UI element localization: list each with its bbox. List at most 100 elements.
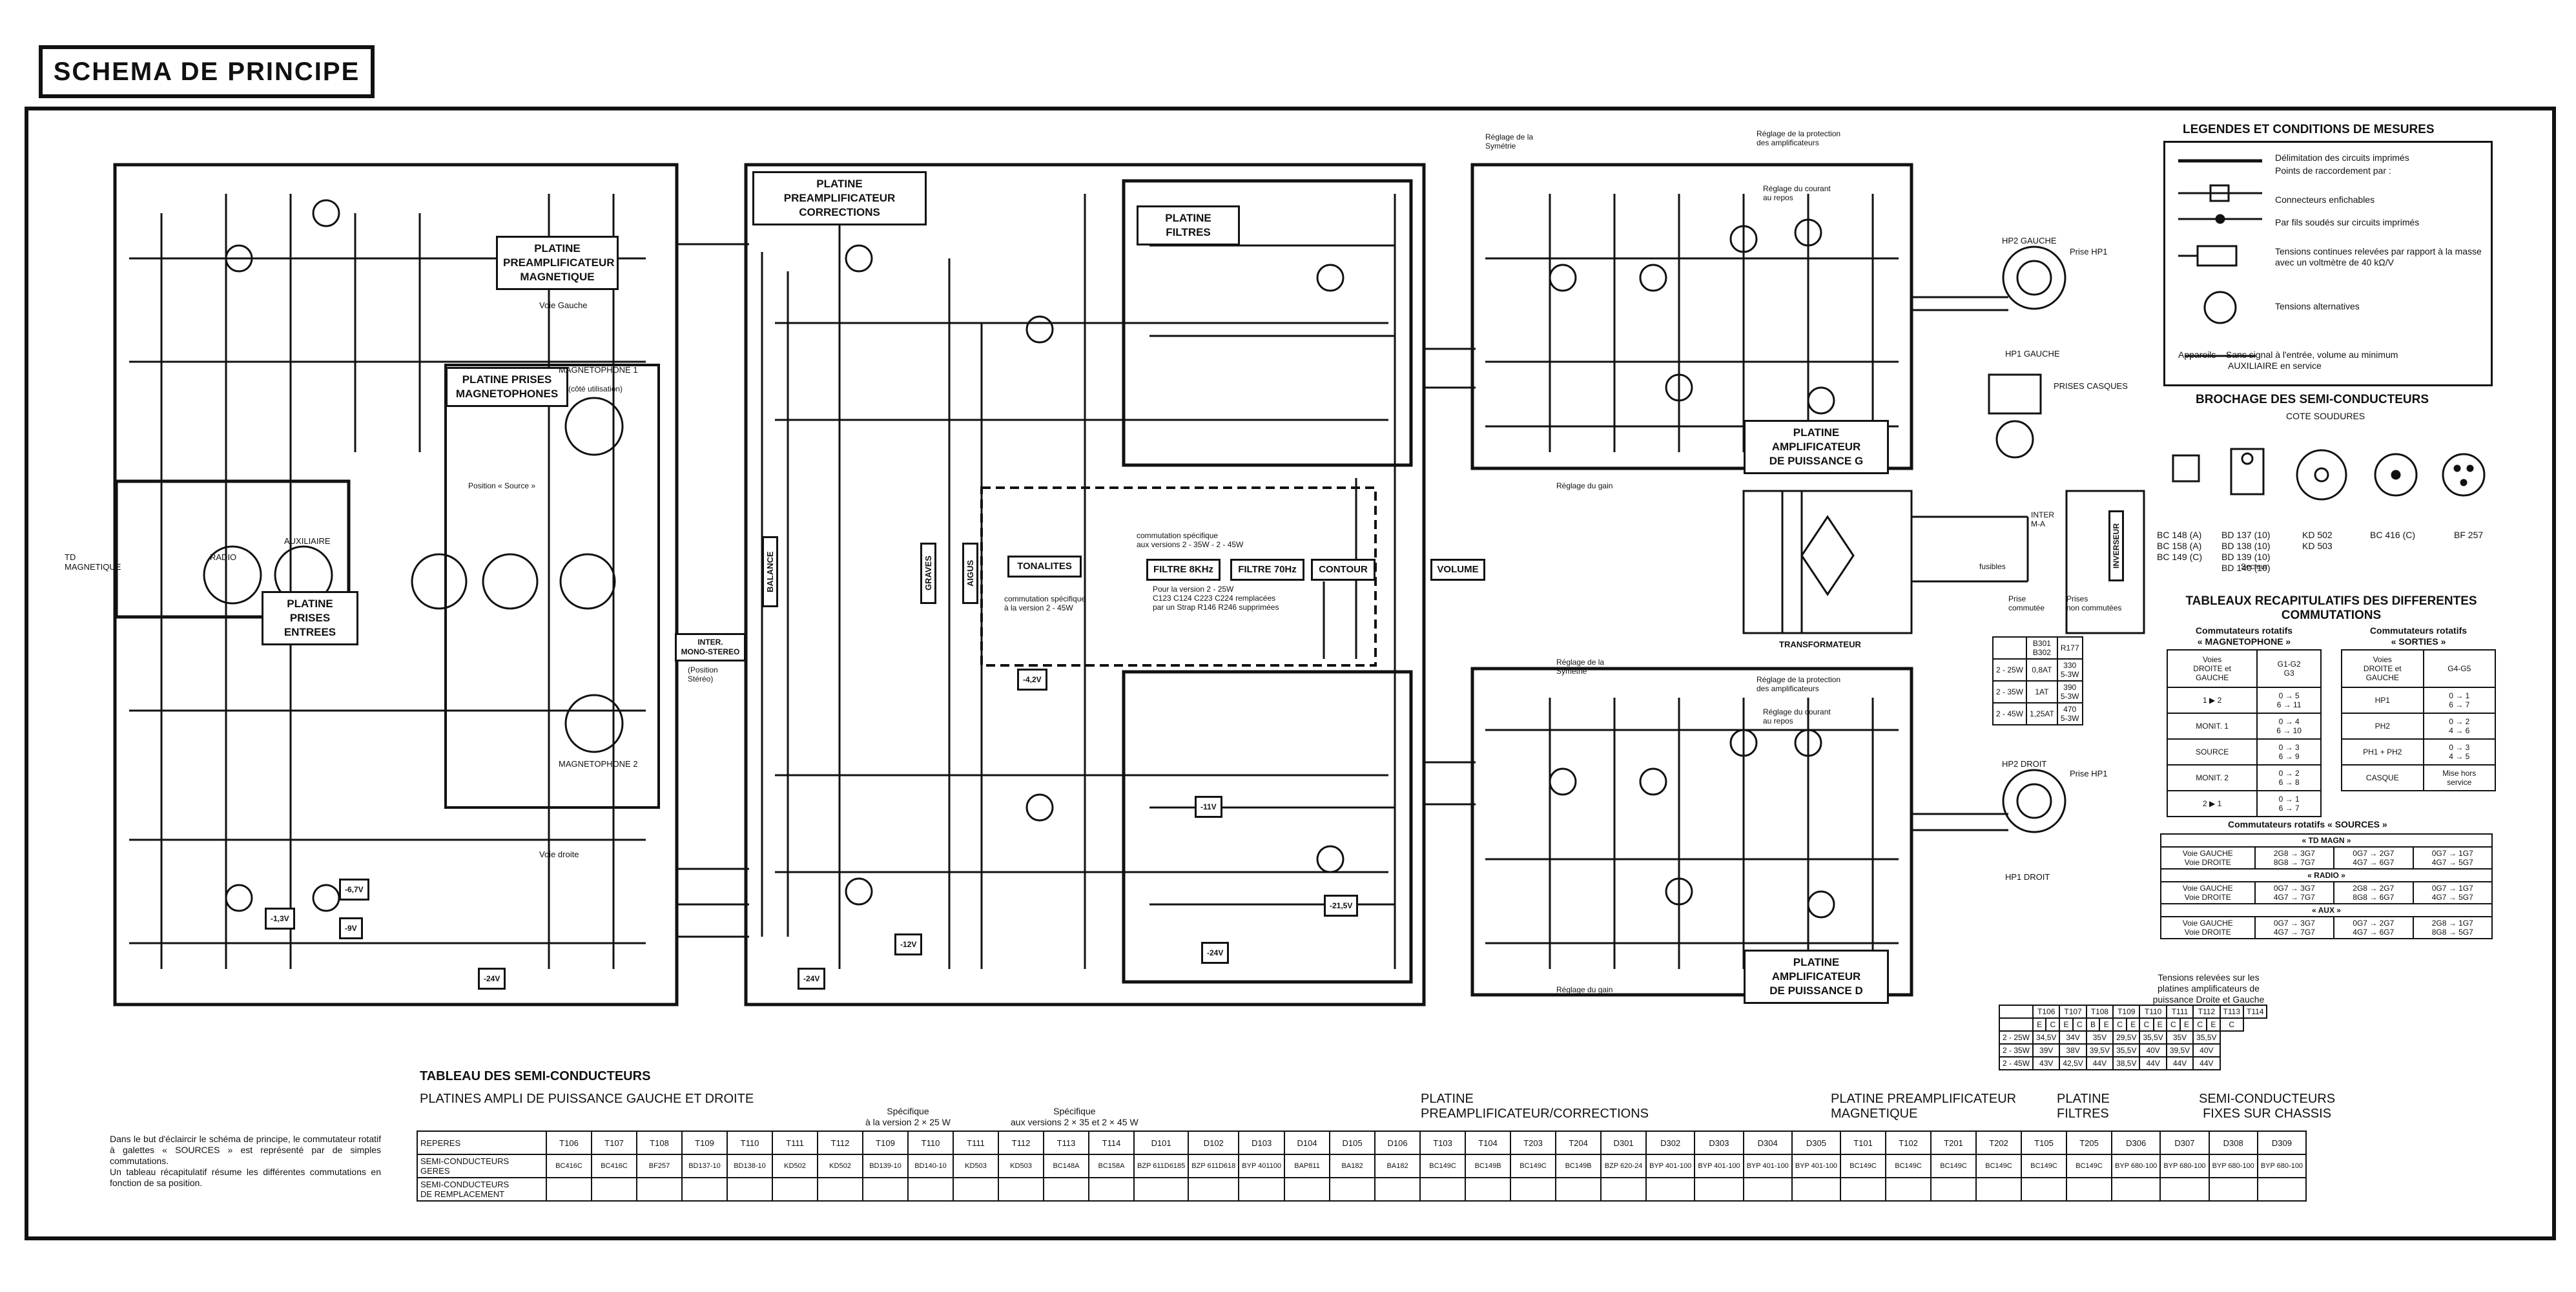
power-table-cell: 2 - 35W [1992, 680, 2028, 703]
block-filtre-70hz: FILTRE 70Hz [1230, 559, 1304, 581]
label-transformateur: TRANSFORMATEUR [1779, 640, 1861, 649]
legend-item: Appareils Sans signal à l'entrée, volume… [2178, 349, 2398, 371]
repere-cell: D106 [1374, 1130, 1421, 1155]
gere-cell: BD137-10 [681, 1154, 728, 1178]
cell: G1-G2 G3 [2256, 649, 2322, 688]
remplacement-cell [998, 1177, 1044, 1202]
voltage-minus6-7v: -6,7V [339, 879, 369, 901]
gere-cell: BC149C [1885, 1154, 1932, 1178]
legend-item: Délimitation des circuits imprimés [2275, 152, 2409, 163]
cell: HP1 [2341, 687, 2424, 714]
remplacement-cell [2021, 1177, 2068, 1202]
gere-cell: BYP 680-100 [2159, 1154, 2210, 1178]
cell: 2G8 → 2G7 8G8 → 6G7 [2333, 881, 2414, 904]
remplacement-cell [772, 1177, 818, 1202]
remplacement-cell [862, 1177, 909, 1202]
gere-cell: BC149C [1419, 1154, 1467, 1178]
repere-cell: T114 [1088, 1130, 1135, 1155]
repere-cell: D103 [1238, 1130, 1286, 1155]
row-label: SEMI-CONDUCTEURS DE REMPLACEMENT [417, 1177, 547, 1202]
repere-cell: T102 [1885, 1130, 1932, 1155]
tension-header: T109 [2112, 1005, 2141, 1019]
sources-section-name: « RADIO » [2160, 868, 2493, 882]
gere-cell: BZP 620-24 [1600, 1154, 1647, 1178]
repere-cell: T109 [862, 1130, 909, 1155]
gere-cell: BD139-10 [862, 1154, 909, 1178]
cell: 2 ▶ 1 [2166, 790, 2258, 817]
cell: 0 → 5 6 → 11 [2256, 687, 2322, 714]
repere-cell: T201 [1930, 1130, 1977, 1155]
repere-cell: T112 [998, 1130, 1044, 1155]
cell: 0G7 → 3G7 4G7 → 7G7 [2254, 916, 2335, 939]
remplacement-cell [2208, 1177, 2258, 1202]
section-magn: PLATINE PREAMPLIFICATEUR MAGNETIQUE [1831, 1092, 2017, 1121]
tension-cell: 44V [2085, 1056, 2114, 1070]
tension-cell: 44V [2139, 1056, 2167, 1070]
row-label: SEMI-CONDUCTEURS GERES [417, 1154, 547, 1178]
label-inter-ma: INTER M-A [2031, 510, 2054, 528]
gere-cell: BYP 680-100 [2208, 1154, 2258, 1178]
repere-cell: D308 [2208, 1130, 2258, 1155]
spec-35: Spécifique aux versions 2 × 35 et 2 × 45… [1011, 1106, 1139, 1127]
repere-cell: T203 [1510, 1130, 1557, 1155]
label-prise-hp1-g: Prise HP1 [2070, 247, 2108, 256]
remplacement-cell [546, 1177, 592, 1202]
gere-cell: BZP 611D618 [1188, 1154, 1240, 1178]
remplacement-cell [1885, 1177, 1932, 1202]
tension-subheader: C [2112, 1017, 2128, 1032]
remplacement-cell [1645, 1177, 1696, 1202]
remplacement-cell [1043, 1177, 1089, 1202]
gere-cell: BYP 401-100 [1645, 1154, 1696, 1178]
brochage-group: KD 502 KD 503 [2302, 530, 2333, 551]
repere-cell: T103 [1419, 1130, 1467, 1155]
remplacement-cell [2111, 1177, 2161, 1202]
gere-cell: BD140-10 [907, 1154, 954, 1178]
legend-symbols [2178, 159, 2262, 357]
brochage-pinouts [2172, 448, 2486, 501]
remplacement-cell [907, 1177, 954, 1202]
label-auxiliaire: AUXILIAIRE [284, 536, 331, 546]
cell: 0G7 → 3G7 4G7 → 7G7 [2254, 881, 2335, 904]
block-contour: CONTOUR [1311, 559, 1376, 581]
gere-cell: KD502 [817, 1154, 863, 1178]
label-inverseur: INVERSEUR [2108, 510, 2124, 581]
remplacement-cell [817, 1177, 863, 1202]
tension-subheader: E [2179, 1017, 2194, 1032]
legend-item: Par fils soudés sur circuits imprimés [2275, 217, 2420, 227]
label-reglage-symetrie-g: Réglage de la Symétrie [1485, 132, 1534, 151]
board-preampli-corrections: PLATINE PREAMPLIFICATEUR CORRECTIONS [752, 171, 927, 225]
repere-cell: D303 [1694, 1130, 1744, 1155]
power-table-header [1992, 636, 2028, 660]
cell: MONIT. 1 [2166, 713, 2258, 740]
power-table-header: R177 [2056, 636, 2083, 660]
label-secteur: Secteur [2241, 562, 2268, 571]
tension-subheader: C [2045, 1017, 2061, 1032]
remplacement-cell [1374, 1177, 1421, 1202]
voltage-minus11v: -11V [1195, 796, 1222, 818]
remplacement-cell [726, 1177, 773, 1202]
repere-cell: D305 [1791, 1130, 1842, 1155]
gere-cell: BA182 [1374, 1154, 1421, 1178]
legend-item: Points de raccordement par : [2275, 165, 2391, 176]
voltage-minus24v-3: -24V [1201, 942, 1230, 964]
repere-cell: D304 [1742, 1130, 1793, 1155]
remplacement-cell [1238, 1177, 1286, 1202]
remplacement-cell [1088, 1177, 1135, 1202]
gere-cell: BYP 401-100 [1791, 1154, 1842, 1178]
remplacement-cell [681, 1177, 728, 1202]
label-position-source: Position « Source » [468, 481, 536, 490]
legend-item: Tensions alternatives [2275, 301, 2360, 311]
gere-cell: BC416C [591, 1154, 637, 1178]
remplacement-cell [2256, 1177, 2307, 1202]
cell: 0 → 2 4 → 6 [2422, 713, 2496, 740]
board-ampli-puissance-d: PLATINE AMPLIFICATEUR DE PUISSANCE D [1744, 950, 1889, 1004]
sources-section-name: « TD MAGN » [2160, 833, 2493, 848]
tension-subheader: C [2219, 1017, 2245, 1032]
tension-header: T107 [2059, 1005, 2087, 1019]
label-hp2-droit: HP2 DROIT [2002, 759, 2047, 769]
label-commutation-specifique-1: commutation spécifique aux versions 2 - … [1137, 531, 1244, 549]
brochage-group: BC 148 (A) BC 158 (A) BC 149 (C) [2157, 530, 2203, 562]
gere-cell: BYP 401-100 [1694, 1154, 1744, 1178]
brochage-group: BC 416 (C) [2370, 530, 2416, 540]
row-label: REPERES [417, 1130, 547, 1155]
